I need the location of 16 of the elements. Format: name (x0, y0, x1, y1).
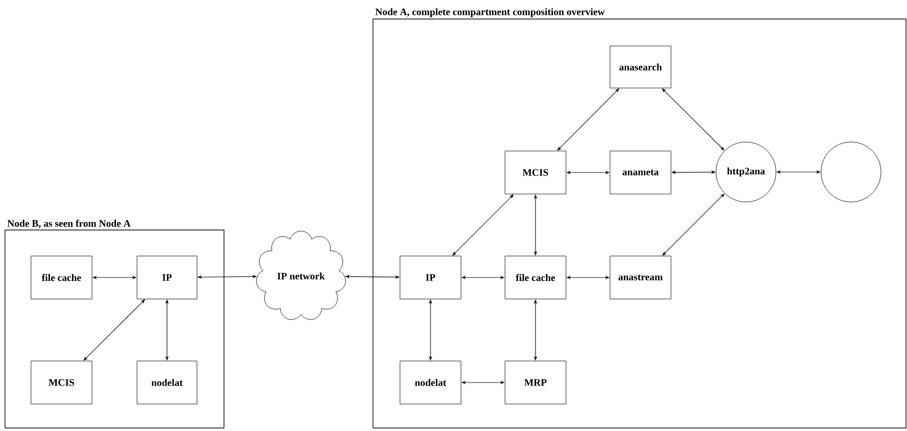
node-label: Node B, as seen from Node A (7, 220, 131, 228)
component-box: IP (136, 256, 198, 300)
component-box: anameta (610, 150, 672, 194)
component-box: anastream (610, 256, 672, 300)
component-box: IP (400, 256, 462, 300)
service-circle (820, 142, 882, 202)
component-box: MCIS (30, 360, 92, 404)
component-box: nodelat (400, 360, 462, 404)
component-box: file cache (504, 256, 566, 300)
network-cloud: IP network (256, 230, 346, 320)
component-box: anasearch (610, 46, 672, 88)
component-box: nodelat (136, 360, 198, 404)
node-label: Node A, complete compartment composition overview (375, 8, 605, 18)
component-box: MRP (504, 360, 566, 404)
component-box: MCIS (504, 150, 566, 194)
component-box: file cache (30, 256, 92, 300)
